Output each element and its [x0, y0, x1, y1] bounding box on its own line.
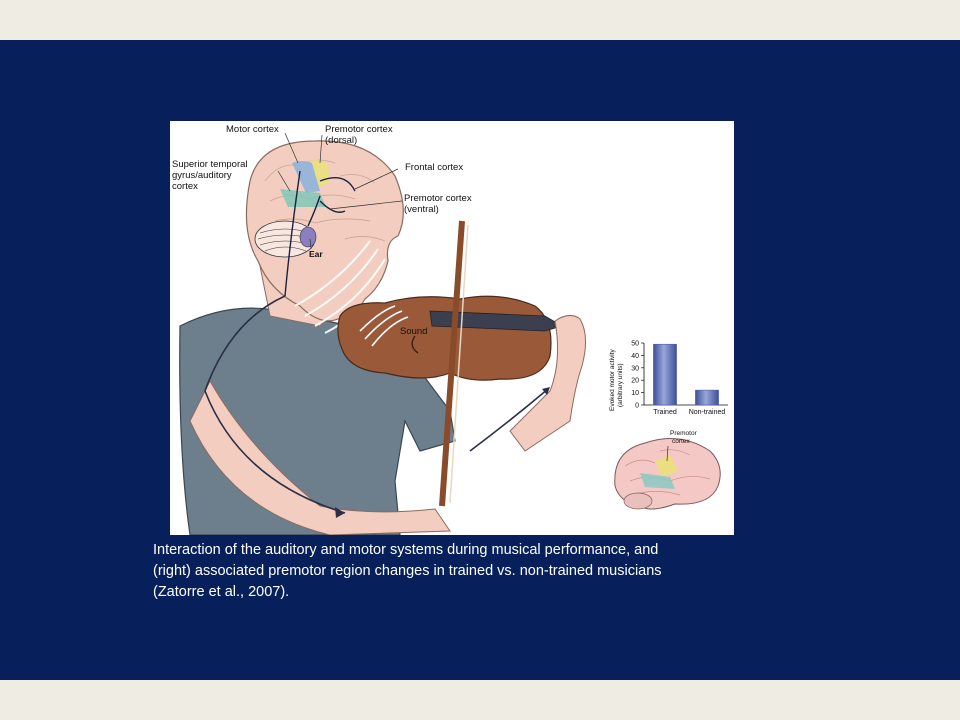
inset-label-1: Premotor — [670, 430, 698, 437]
bow-stick — [439, 220, 465, 507]
label-premotor-dorsal-2: (dorsal) — [325, 135, 357, 146]
top-band — [0, 0, 960, 40]
violin-fingerboard — [429, 310, 563, 332]
chart-categories: Trained Non-trained — [653, 409, 725, 416]
motor-arrows — [204, 295, 549, 514]
bar-non-trained — [695, 389, 719, 406]
arrow-head-2 — [542, 387, 550, 395]
y-tick-label: 30 — [631, 365, 639, 372]
inset-label-2: cortex — [672, 438, 690, 445]
caption-line-3: (Zatorre et al., 2007). — [153, 584, 290, 600]
bar-chart: 0 10 20 30 40 50 Trained Non-trained Evoked mo… — [609, 341, 728, 416]
caption-line-1: Interaction of the auditory and motor sy… — [153, 542, 659, 558]
chart-ylabel-1: Evoked motor activity — [609, 348, 616, 411]
chart-ticks: 0 10 20 30 40 50 — [631, 341, 644, 410]
violinist-illustration: Motor cortex Premotor cortex (dorsal) Su… — [172, 124, 728, 535]
category-label-non-trained: Non-trained — [689, 409, 726, 416]
chart-bars — [653, 343, 719, 406]
label-sound: Sound — [400, 326, 427, 337]
ear-area — [299, 226, 317, 248]
y-tick-label: 20 — [631, 378, 639, 385]
inset-brain — [614, 438, 721, 510]
violin-fhole — [411, 335, 419, 354]
y-tick-label: 50 — [631, 341, 639, 348]
y-tick-label: 0 — [635, 403, 639, 410]
label-superior-temporal-2: gyrus/auditory — [172, 170, 232, 181]
caption-line-2: (right) associated premotor region chang… — [153, 563, 662, 579]
label-premotor-ventral-1: Premotor cortex — [404, 193, 472, 204]
bar-trained — [653, 343, 677, 406]
category-label-trained: Trained — [653, 409, 677, 416]
bow-hair — [449, 224, 469, 504]
bottom-band — [0, 680, 960, 720]
motor-cortex-area — [292, 161, 320, 193]
y-tick-label: 10 — [631, 390, 639, 397]
y-tick-label: 40 — [631, 353, 639, 360]
left-hand — [509, 315, 586, 452]
head — [245, 140, 404, 322]
label-superior-temporal-3: cortex — [172, 181, 198, 192]
leader-lines — [277, 132, 403, 250]
figure: Motor cortex Premotor cortex (dorsal) Su… — [170, 121, 734, 535]
chart-ylabel-2: (arbitrary units) — [617, 363, 624, 407]
violin-waves — [359, 305, 409, 347]
auditory-cortex-area — [280, 189, 326, 207]
violin-body — [337, 295, 552, 381]
label-premotor-dorsal-1: Premotor cortex — [325, 124, 393, 135]
figure-caption: Interaction of the auditory and motor sy… — [153, 540, 753, 603]
premotor-dorsal-area — [310, 159, 330, 187]
arrow-head-1 — [335, 507, 345, 518]
label-motor-cortex: Motor cortex — [226, 124, 279, 135]
label-superior-temporal-1: Superior temporal — [172, 159, 248, 170]
label-ear: Ear — [309, 249, 323, 259]
label-frontal-cortex: Frontal cortex — [405, 162, 463, 173]
right-arm — [189, 379, 451, 535]
brain-arrows — [284, 170, 356, 297]
label-premotor-ventral-2: (ventral) — [404, 204, 439, 215]
